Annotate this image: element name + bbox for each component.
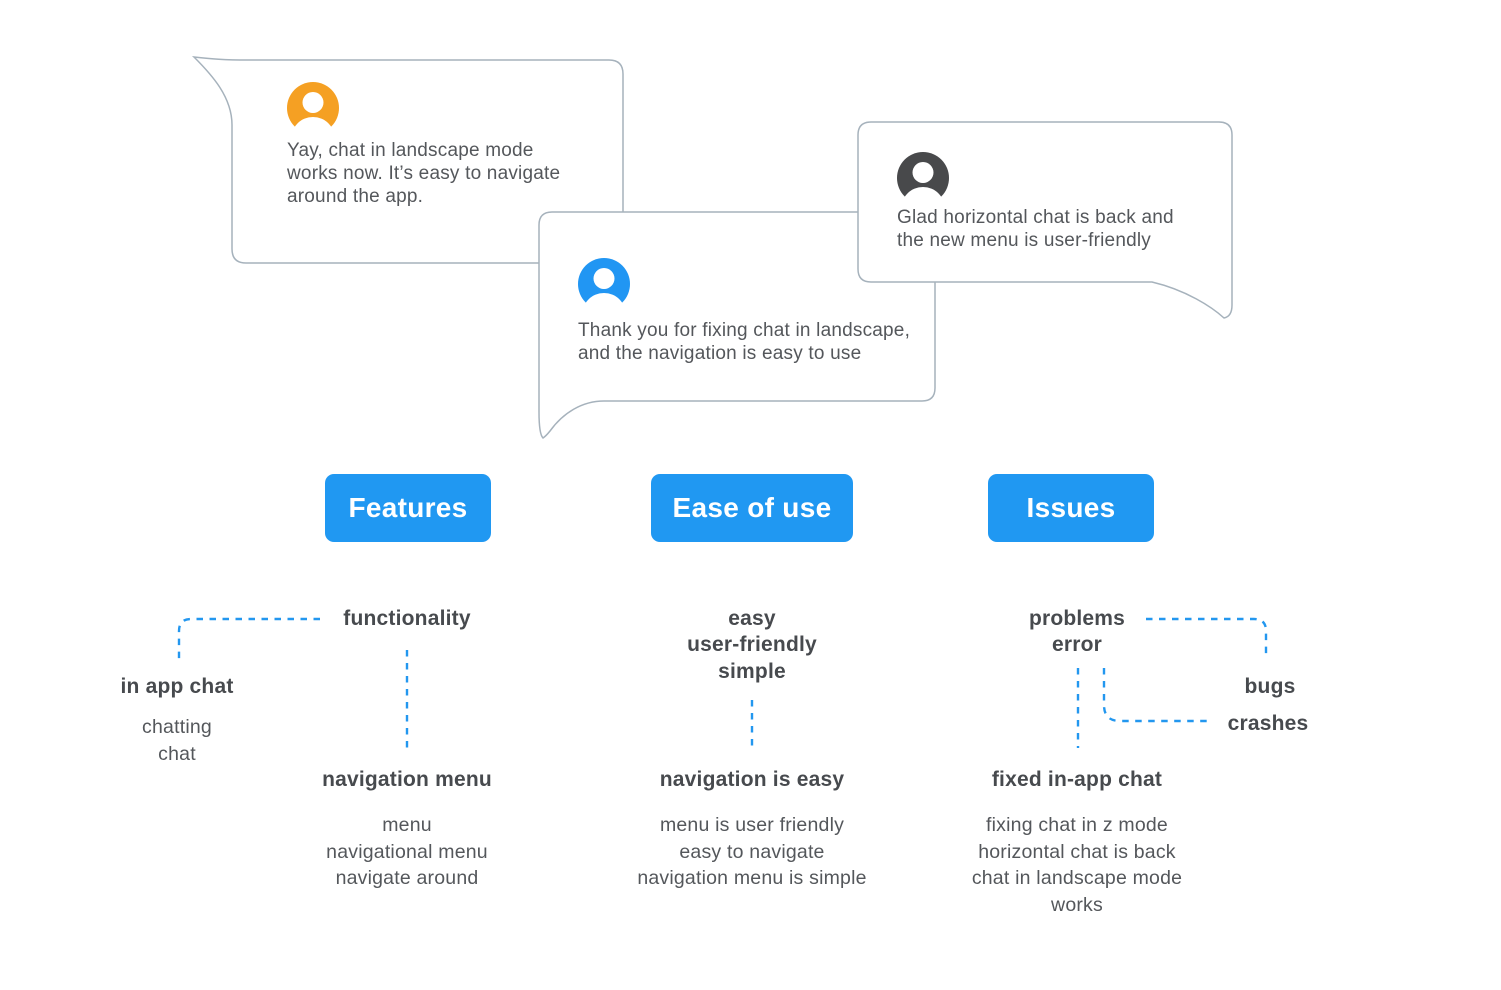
keyword-terms-ease: easy user-friendly simple [687, 606, 817, 685]
keyword-term-in-app-chat: in app chat [120, 675, 234, 698]
keyword-term-navigation-is-easy: navigation is easy [659, 768, 845, 791]
keyword-variant: menu [382, 814, 432, 836]
keyword-variants-fixed-in-app-chat: fixing chat in z mode horizontal chat is… [958, 812, 1196, 918]
keyword-variants-navigation-menu: menu navigational menu navigate around [326, 812, 488, 892]
keyword-variant: easy to navigate [679, 840, 825, 863]
keyword-term-functionality: functionality [343, 607, 471, 630]
keyword-variant: navigation menu is simple [637, 867, 867, 890]
keyword-variant: navigate around [335, 867, 479, 890]
category-button-features[interactable]: Features [325, 474, 491, 542]
user-avatar-icon [897, 152, 949, 204]
connector-error-to-crashes [1102, 668, 1211, 723]
category-button-issues[interactable]: Issues [988, 474, 1154, 542]
keyword-terms-issues: problems error [1029, 606, 1125, 659]
keyword-variant: fixing chat in z mode [986, 814, 1168, 836]
keyword-term-navigation-menu: navigation menu [322, 768, 492, 791]
keyword-variants-in-app-chat: chatting chat [142, 714, 212, 767]
keyword-variants-navigation-is-easy: menu is user friendly easy to navigate n… [637, 812, 866, 892]
connector-problems-to-bugs [1146, 617, 1268, 659]
keyword-term-easy: easy [728, 607, 776, 630]
keyword-term-problems: problems [1028, 607, 1126, 630]
quote-text: Glad horizontal chat is back and the new… [897, 207, 1174, 251]
user-avatar-icon [287, 82, 339, 134]
quote-bubble-3: Glad horizontal chat is back and the new… [855, 119, 1235, 323]
quote-bubble-1: Yay, chat in landscape mode works now. I… [190, 55, 626, 267]
keyword-variant: chat in landscape mode works [971, 867, 1183, 916]
keyword-variant: navigational menu [326, 840, 488, 863]
connector-functionality-to-in-app-chat [177, 617, 320, 661]
keyword-term-fixed-in-app-chat: fixed in-app chat [991, 768, 1163, 791]
quote-text: Yay, chat in landscape mode works now. I… [287, 140, 561, 207]
keyword-variant: horizontal chat is back [978, 840, 1176, 863]
user-avatar-icon [578, 258, 630, 310]
keyword-term-simple: simple [718, 659, 786, 683]
keyword-term-user-friendly: user-friendly [687, 633, 817, 657]
keyword-variant: menu is user friendly [659, 814, 845, 836]
keyword-variant: chat [158, 742, 196, 765]
speech-bubble-outline [857, 121, 1233, 319]
category-button-ease-of-use[interactable]: Ease of use [651, 474, 853, 542]
keyword-term-error: error [1051, 633, 1103, 657]
keyword-variant: chatting [142, 716, 212, 738]
quote-text: Thank you for fixing chat in landscape, … [578, 320, 911, 364]
keyword-term-crashes: crashes [1227, 712, 1309, 735]
keyword-term-bugs: bugs [1244, 675, 1296, 698]
